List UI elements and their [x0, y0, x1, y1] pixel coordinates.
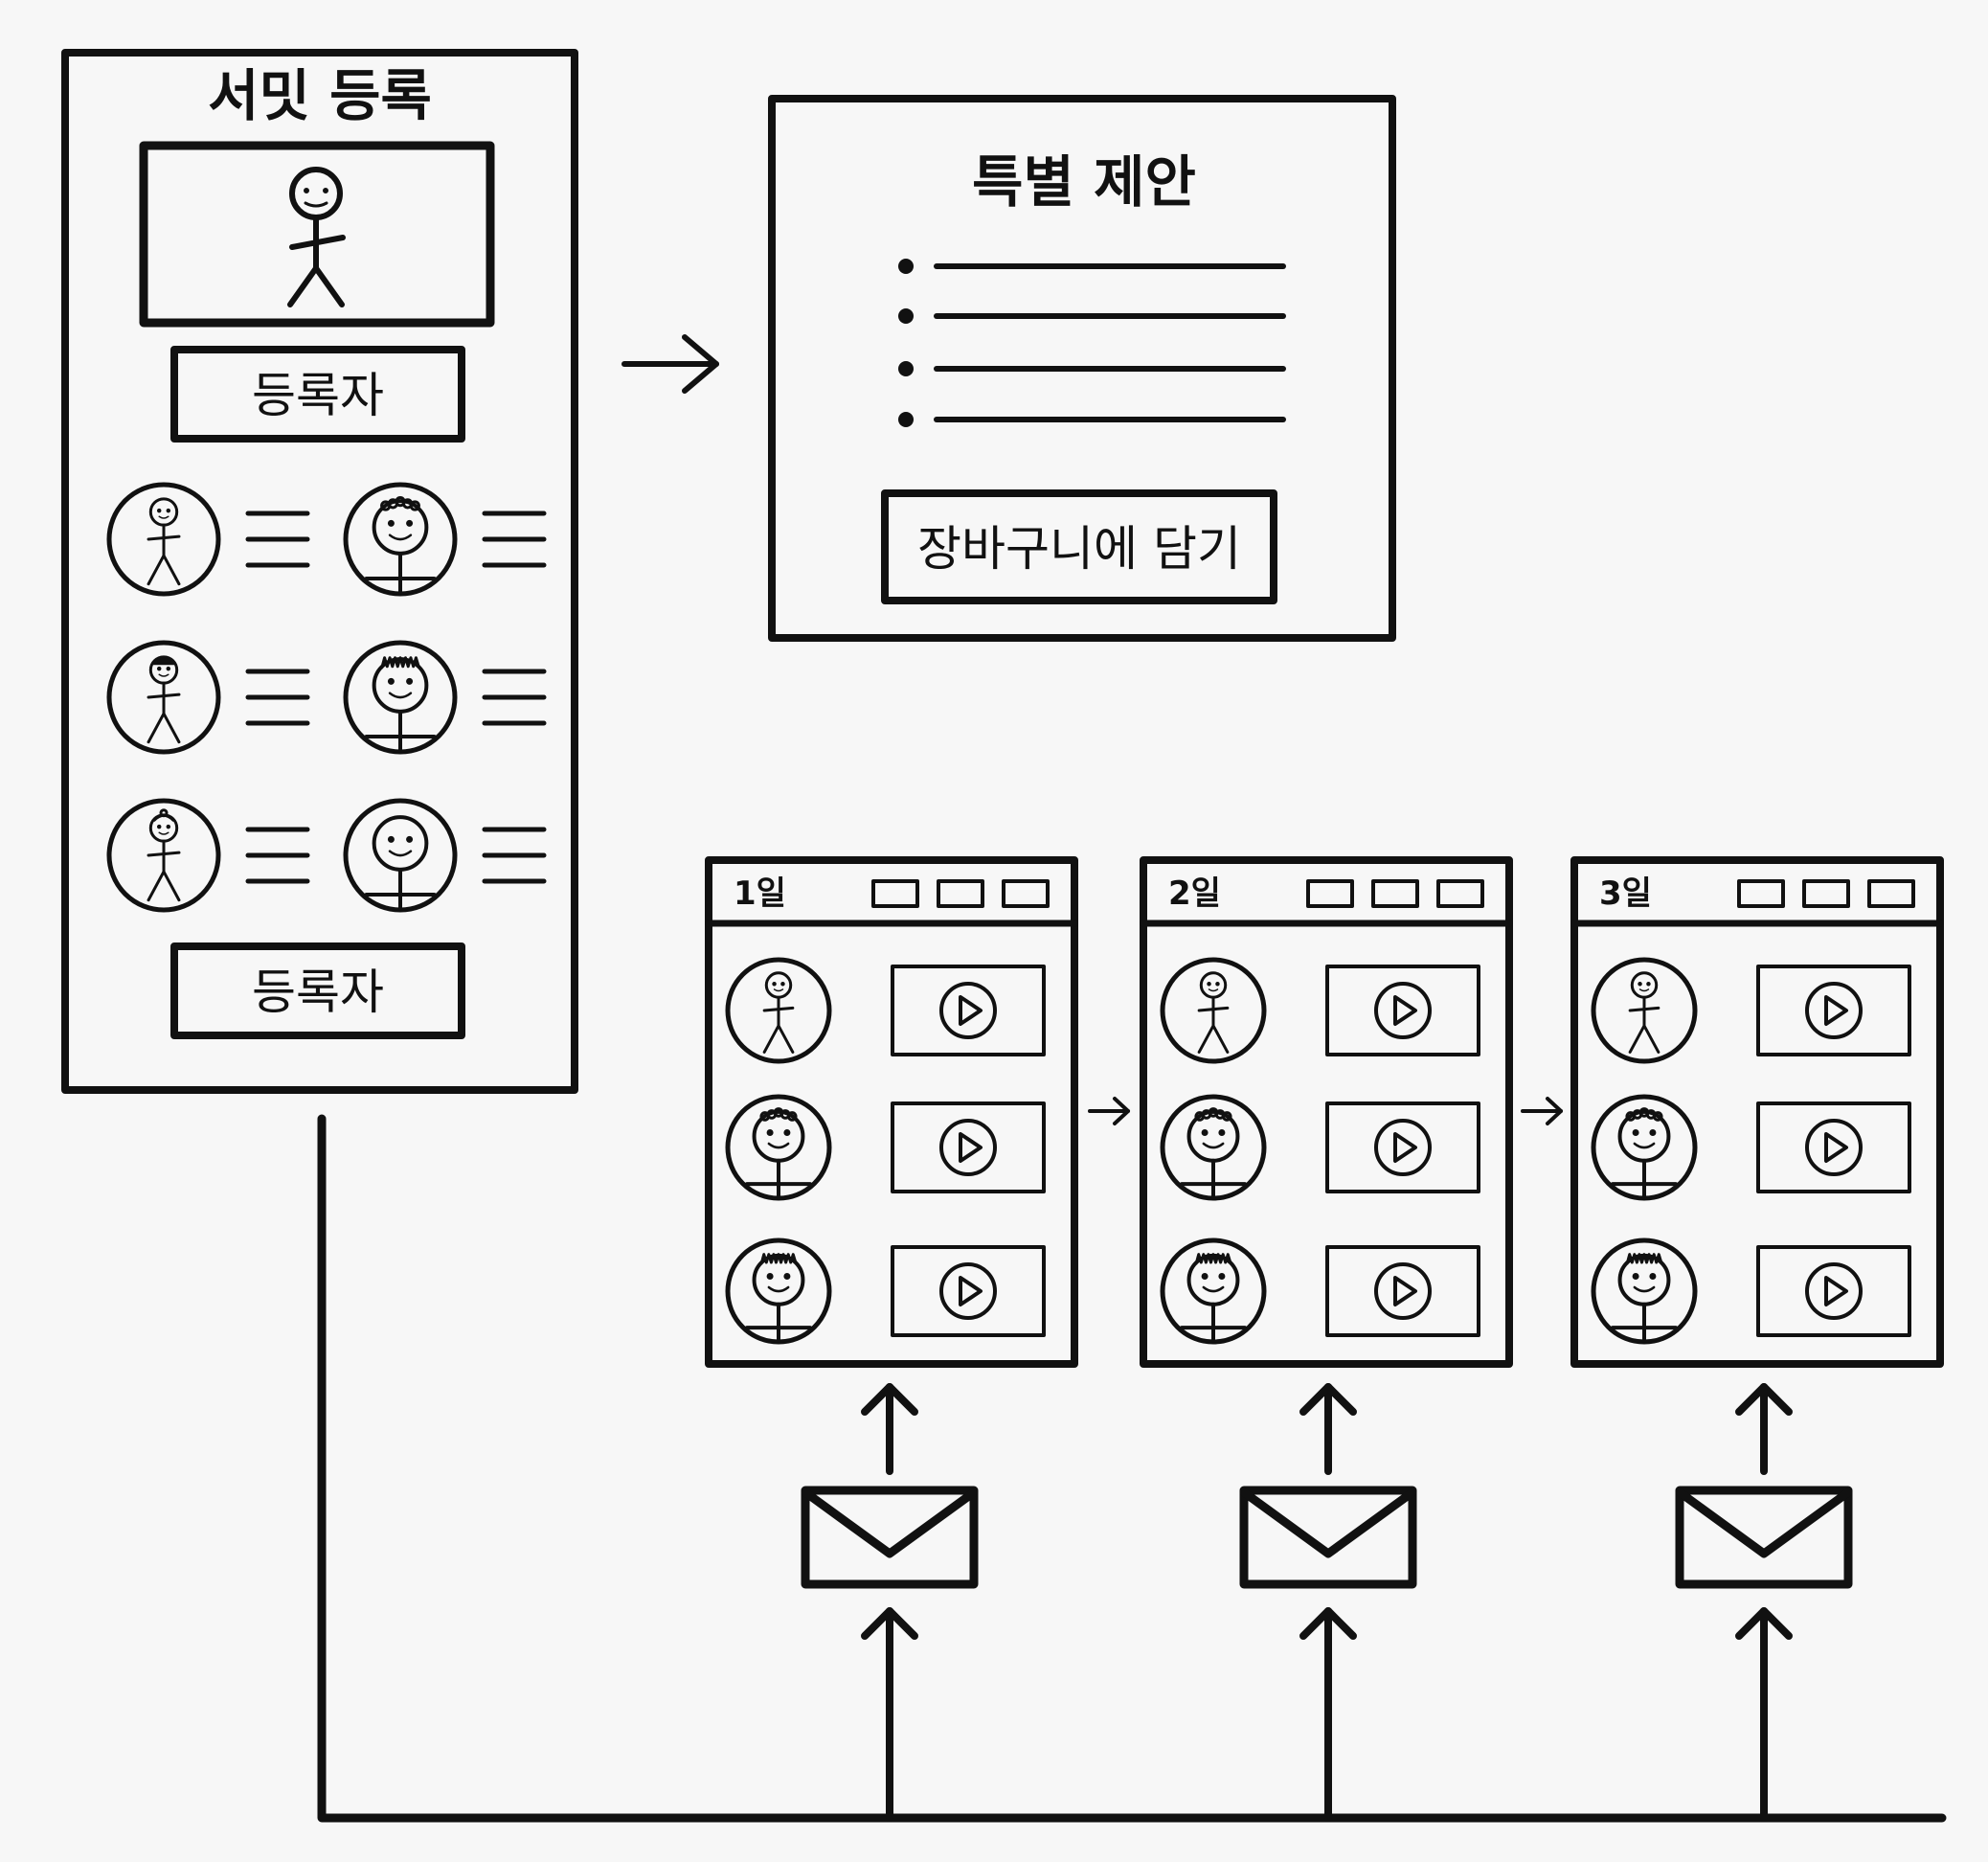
video-thumbnail[interactable] — [1325, 965, 1480, 1056]
arrow-day1-to-day2 — [1088, 1097, 1130, 1125]
play-icon[interactable] — [939, 1119, 997, 1176]
video-thumbnail[interactable] — [891, 1101, 1046, 1193]
add-to-cart-button[interactable]: 장바구니에 담기 — [881, 489, 1277, 604]
day-speaker-avatar — [725, 1094, 832, 1201]
register-button-top[interactable]: 등록자 — [170, 346, 465, 443]
day-label: 1일 — [734, 874, 786, 913]
video-thumbnail[interactable] — [1756, 965, 1911, 1056]
envelope-icon — [1239, 1486, 1417, 1589]
register-button-top-label: 등록자 — [252, 368, 384, 423]
play-icon[interactable] — [939, 1262, 997, 1320]
video-thumbnail[interactable] — [1756, 1245, 1911, 1337]
envelope-icon — [801, 1486, 979, 1589]
speaker-avatar-6 — [343, 798, 458, 913]
play-icon[interactable] — [1374, 1262, 1432, 1320]
day-pages: 1일 2일 3일 — [705, 856, 1944, 1368]
arrow-up — [1735, 1607, 1793, 1822]
speaker-grid — [106, 482, 547, 913]
day-speaker-avatar — [725, 1238, 832, 1345]
arrow-day2-to-day3 — [1521, 1097, 1563, 1125]
hero-image — [139, 141, 495, 328]
play-icon[interactable] — [1805, 982, 1863, 1039]
arrow-up — [1299, 1607, 1357, 1822]
play-icon[interactable] — [1805, 1262, 1863, 1320]
play-icon[interactable] — [1374, 982, 1432, 1039]
email-step-3 — [1675, 1383, 1853, 1822]
day-speaker-avatar — [725, 957, 832, 1064]
email-step-2 — [1239, 1383, 1417, 1822]
day-speaker-avatar — [1591, 1094, 1698, 1201]
day-page-2: 2일 — [1140, 856, 1513, 1368]
speaker-info-lines — [245, 669, 310, 726]
arrow-up — [861, 1383, 918, 1475]
arrow-up — [861, 1607, 918, 1822]
special-offer-title: 특별 제안 — [972, 149, 1196, 215]
speaker-info-lines — [482, 669, 547, 726]
day-speaker-avatar — [1160, 1094, 1267, 1201]
speaker-info-lines — [245, 511, 310, 568]
play-icon[interactable] — [1805, 1119, 1863, 1176]
envelope-icon — [1675, 1486, 1853, 1589]
offer-bullet-item — [898, 308, 1286, 324]
video-thumbnail[interactable] — [891, 965, 1046, 1056]
registration-page-frame — [61, 49, 578, 1094]
arrow-up — [1299, 1383, 1357, 1475]
speaker-avatar-1 — [106, 482, 221, 597]
hero-stick-figure-icon — [287, 167, 346, 307]
window-controls — [871, 879, 1050, 908]
window-controls — [1737, 879, 1915, 908]
email-bus-line — [317, 1114, 1947, 1823]
arrow-to-special-offer — [621, 334, 719, 394]
day-speaker-avatar — [1591, 1238, 1698, 1345]
speaker-info-lines — [482, 827, 547, 884]
day-speaker-avatar — [1160, 1238, 1267, 1345]
offer-bullet-item — [898, 412, 1286, 427]
day-page-1: 1일 — [705, 856, 1078, 1368]
speaker-info-lines — [482, 511, 547, 568]
day-speaker-avatar — [1591, 957, 1698, 1064]
registration-title: 서밋 등록 — [208, 63, 432, 128]
video-thumbnail[interactable] — [1325, 1101, 1480, 1193]
offer-bullet-item — [898, 361, 1286, 376]
offer-bullet-item — [898, 259, 1286, 274]
video-thumbnail[interactable] — [1756, 1101, 1911, 1193]
day-label: 3일 — [1599, 874, 1652, 913]
window-controls — [1306, 879, 1484, 908]
day-label: 2일 — [1168, 874, 1221, 913]
speaker-info-lines — [245, 827, 310, 884]
special-offer-frame — [768, 95, 1396, 642]
day-speaker-avatar — [1160, 957, 1267, 1064]
speaker-avatar-2 — [343, 482, 458, 597]
speaker-avatar-5 — [106, 798, 221, 913]
play-icon[interactable] — [939, 982, 997, 1039]
video-thumbnail[interactable] — [891, 1245, 1046, 1337]
video-thumbnail[interactable] — [1325, 1245, 1480, 1337]
register-button-bottom-label: 등록자 — [252, 965, 384, 1020]
arrow-up — [1735, 1383, 1793, 1475]
play-icon[interactable] — [1374, 1119, 1432, 1176]
email-step-1 — [801, 1383, 979, 1822]
speaker-avatar-3 — [106, 640, 221, 755]
add-to-cart-label: 장바구니에 담기 — [917, 521, 1241, 577]
speaker-avatar-4 — [343, 640, 458, 755]
register-button-bottom[interactable]: 등록자 — [170, 942, 465, 1039]
day-page-3: 3일 — [1570, 856, 1944, 1368]
email-flow — [317, 1114, 1947, 1823]
offer-bullet-list — [898, 259, 1286, 427]
